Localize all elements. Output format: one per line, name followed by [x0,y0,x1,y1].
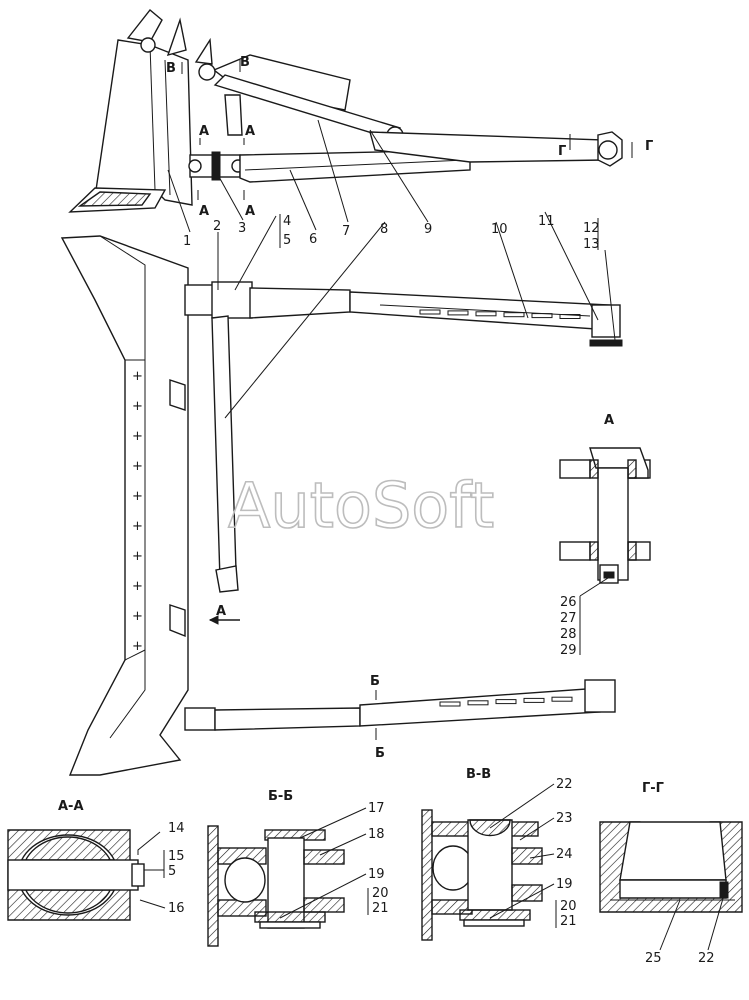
rivet-mark: + [132,489,143,504]
section-b-b-labels: Б-Б 17 18 19 20 21 [268,789,389,919]
section-b-b-title: Б-Б [268,789,293,804]
part-label-16: 16 [168,901,185,916]
part-label-14: 14 [168,821,185,836]
part-label-6: 6 [309,232,317,247]
beam-slot [439,701,461,707]
marker-g-right: Г [645,139,653,154]
part-label-25: 25 [645,951,662,966]
part-label-29: 29 [560,643,577,658]
rivet-mark: + [132,459,143,474]
part-label-12: 12 [583,221,600,236]
beam-slot [559,314,581,319]
section-a-a-title: А-А [58,799,84,814]
side-view-blade-assembly [68,9,633,213]
view-a-title: А [604,413,614,428]
part-label-15: 15 [168,849,185,864]
marker-view-a-arrow: А [216,604,226,619]
rivet-mark: + [132,579,143,594]
part-label-17: 17 [368,801,385,816]
part-label-27: 27 [560,611,577,626]
part-label-19: 19 [368,867,385,882]
part-label-23: 23 [556,811,573,826]
part-label-2: 2 [213,219,221,234]
part-label-18: 18 [368,827,385,842]
rivet-mark: + [132,399,143,414]
part-label-10: 10 [491,222,508,237]
marker-a-top-right: А [245,124,255,139]
section-a-a [7,829,161,921]
rivet-mark: + [132,429,143,444]
beam-slot [495,699,517,705]
marker-a-top-left: А [199,124,209,139]
section-b-b [207,825,345,947]
part-label-13: 13 [583,237,600,252]
watermark-text: AutoSoft [228,469,494,542]
beam-slot [419,309,441,315]
part-label-28: 28 [560,627,577,642]
rivet-mark: + [132,609,143,624]
rivet-mark: + [132,639,143,654]
part-label-26: 26 [560,595,577,610]
part-label-24: 24 [556,847,573,862]
part-label-4: 4 [283,214,291,229]
part-label-11: 11 [538,214,555,229]
part-label-5: 5 [283,233,291,248]
part-label-22b: 22 [698,951,715,966]
beam-slot [467,700,489,706]
part-label-7: 7 [342,224,350,239]
marker-b-top: Б [370,674,380,689]
marker-a-bottom-right: А [245,204,255,219]
beam-slot [475,311,497,317]
section-g-g-title: Г-Г [642,781,664,796]
part-label-22: 22 [556,777,573,792]
part-label-19b: 19 [556,877,573,892]
section-g-g-labels: Г-Г 25 22 [642,781,725,966]
part-label-21b: 21 [560,914,577,929]
beam-slot [531,313,553,319]
part-label-21: 21 [372,901,389,916]
marker-a-bottom-left: А [199,204,209,219]
part-labels-top: 1 2 3 4 5 6 7 8 9 10 11 12 13 [167,119,616,419]
part-label-8: 8 [380,222,388,237]
marker-v-left: В [166,61,176,76]
section-markers: В В А А А А Г Г А Б Б [166,55,653,761]
part-label-5b: 5 [168,864,176,879]
part-label-20b: 20 [560,899,577,914]
marker-g-left: Г [558,144,566,159]
beam-slot [447,310,469,316]
rivet-mark: + [132,549,143,564]
marker-v-right: В [240,55,250,70]
section-v-v-title: В-В [466,767,491,782]
section-a-a-labels: А-А 14 15 5 16 [58,799,185,916]
part-label-3: 3 [238,221,246,236]
beam-slot [503,312,525,318]
plan-view-blade-assembly: + + + + + + + + + + [60,235,623,776]
section-v-v-labels: В-В 22 23 24 19 20 21 [466,767,577,929]
part-label-9: 9 [424,222,432,237]
rivet-mark: + [132,519,143,534]
view-a-labels: А 26 27 28 29 [560,413,614,658]
view-a-pin-assembly [559,447,651,584]
section-v-v [421,809,543,941]
marker-b-bottom: Б [375,746,385,761]
beam-slot [551,696,573,702]
part-label-20: 20 [372,886,389,901]
rivet-mark: + [132,369,143,384]
part-label-1: 1 [183,234,191,249]
section-g-g [599,821,743,913]
beam-slot [523,697,545,703]
